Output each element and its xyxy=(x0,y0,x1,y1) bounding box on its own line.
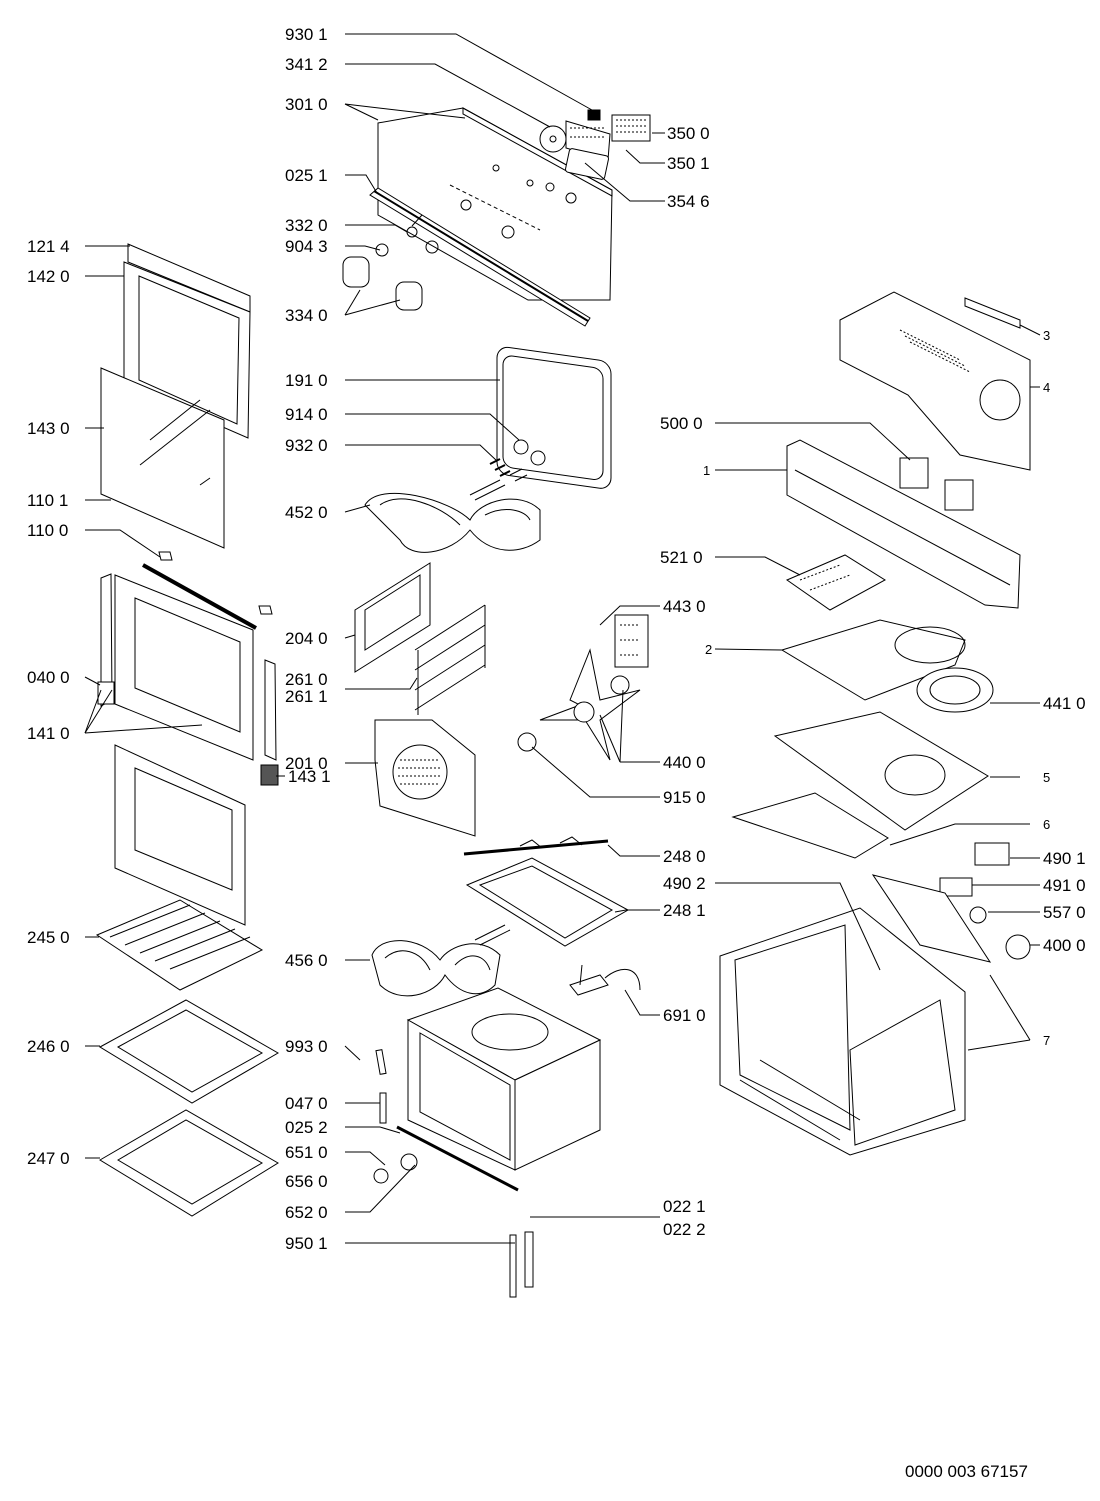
label-500-0: 500 0 xyxy=(660,414,703,433)
oven-door-assembly xyxy=(97,243,279,926)
label-5: 5 xyxy=(1043,770,1050,785)
label-261-1: 261 1 xyxy=(285,687,328,706)
label-247-0: 247 0 xyxy=(27,1149,70,1168)
label-490-2: 490 2 xyxy=(663,874,706,893)
label-143-1: 143 1 xyxy=(288,767,331,786)
label-915-0: 915 0 xyxy=(663,788,706,807)
label-4: 4 xyxy=(1043,380,1050,395)
label-022-1: 022 1 xyxy=(663,1197,706,1216)
label-334-0: 334 0 xyxy=(285,306,328,325)
trays xyxy=(95,899,279,1217)
label-656-0: 656 0 xyxy=(285,1172,328,1191)
control-panel-assembly xyxy=(342,107,651,327)
label-456-0: 456 0 xyxy=(285,951,328,970)
label-143-0: 143 0 xyxy=(27,419,70,438)
label-1: 1 xyxy=(703,463,710,478)
label-022-2: 022 2 xyxy=(663,1220,706,1239)
knob-icon xyxy=(342,214,439,311)
part-number-labels: 930 1 341 2 301 0 025 1 350 0 350 1 354 … xyxy=(27,25,1086,1253)
label-452-0: 452 0 xyxy=(285,503,328,522)
label-950-1: 950 1 xyxy=(285,1234,328,1253)
label-440-0: 440 0 xyxy=(663,753,706,772)
housing-assembly xyxy=(719,291,1031,1156)
label-110-1: 110 1 xyxy=(27,491,68,510)
document-reference-number: 0000 003 67157 xyxy=(905,1462,1028,1481)
label-204-0: 204 0 xyxy=(285,629,328,648)
centre-parts xyxy=(354,346,649,997)
label-341-2: 341 2 xyxy=(285,55,328,74)
label-914-0: 914 0 xyxy=(285,405,328,424)
label-491-0: 491 0 xyxy=(1043,876,1086,895)
label-904-3: 904 3 xyxy=(285,237,328,256)
label-441-0: 441 0 xyxy=(1043,694,1086,713)
label-245-0: 245 0 xyxy=(27,928,70,947)
label-350-1: 350 1 xyxy=(667,154,710,173)
label-350-0: 350 0 xyxy=(667,124,710,143)
label-521-0: 521 0 xyxy=(660,548,703,567)
label-2: 2 xyxy=(705,642,712,657)
label-121-4: 121 4 xyxy=(27,237,70,256)
label-3: 3 xyxy=(1043,328,1050,343)
label-040-0: 040 0 xyxy=(27,668,70,687)
label-261-0: 261 0 xyxy=(285,670,328,689)
label-930-1: 930 1 xyxy=(285,25,328,44)
label-248-1: 248 1 xyxy=(663,901,706,920)
label-651-0: 651 0 xyxy=(285,1143,328,1162)
label-354-6: 354 6 xyxy=(667,192,710,211)
label-993-0: 993 0 xyxy=(285,1037,328,1056)
label-443-0: 443 0 xyxy=(663,597,706,616)
label-047-0: 047 0 xyxy=(285,1094,328,1113)
label-301-0: 301 0 xyxy=(285,95,328,114)
label-110-0: 110 0 xyxy=(27,521,68,540)
leader-lines xyxy=(84,33,1041,1244)
label-141-0: 141 0 xyxy=(27,724,70,743)
label-142-0: 142 0 xyxy=(27,267,70,286)
label-557-0: 557 0 xyxy=(1043,903,1086,922)
label-191-0: 191 0 xyxy=(285,371,328,390)
label-7: 7 xyxy=(1043,1033,1050,1048)
label-025-1: 025 1 xyxy=(285,166,328,185)
label-400-0: 400 0 xyxy=(1043,936,1086,955)
label-332-0: 332 0 xyxy=(285,216,328,235)
oven-cavity xyxy=(373,987,602,1298)
label-652-0: 652 0 xyxy=(285,1203,328,1222)
label-025-2: 025 2 xyxy=(285,1118,328,1137)
label-201-0: 201 0 xyxy=(285,754,328,773)
label-248-0: 248 0 xyxy=(663,847,706,866)
label-490-1: 490 1 xyxy=(1043,849,1086,868)
label-932-0: 932 0 xyxy=(285,436,328,455)
label-691-0: 691 0 xyxy=(663,1006,706,1025)
label-246-0: 246 0 xyxy=(27,1037,70,1056)
label-6: 6 xyxy=(1043,817,1050,832)
